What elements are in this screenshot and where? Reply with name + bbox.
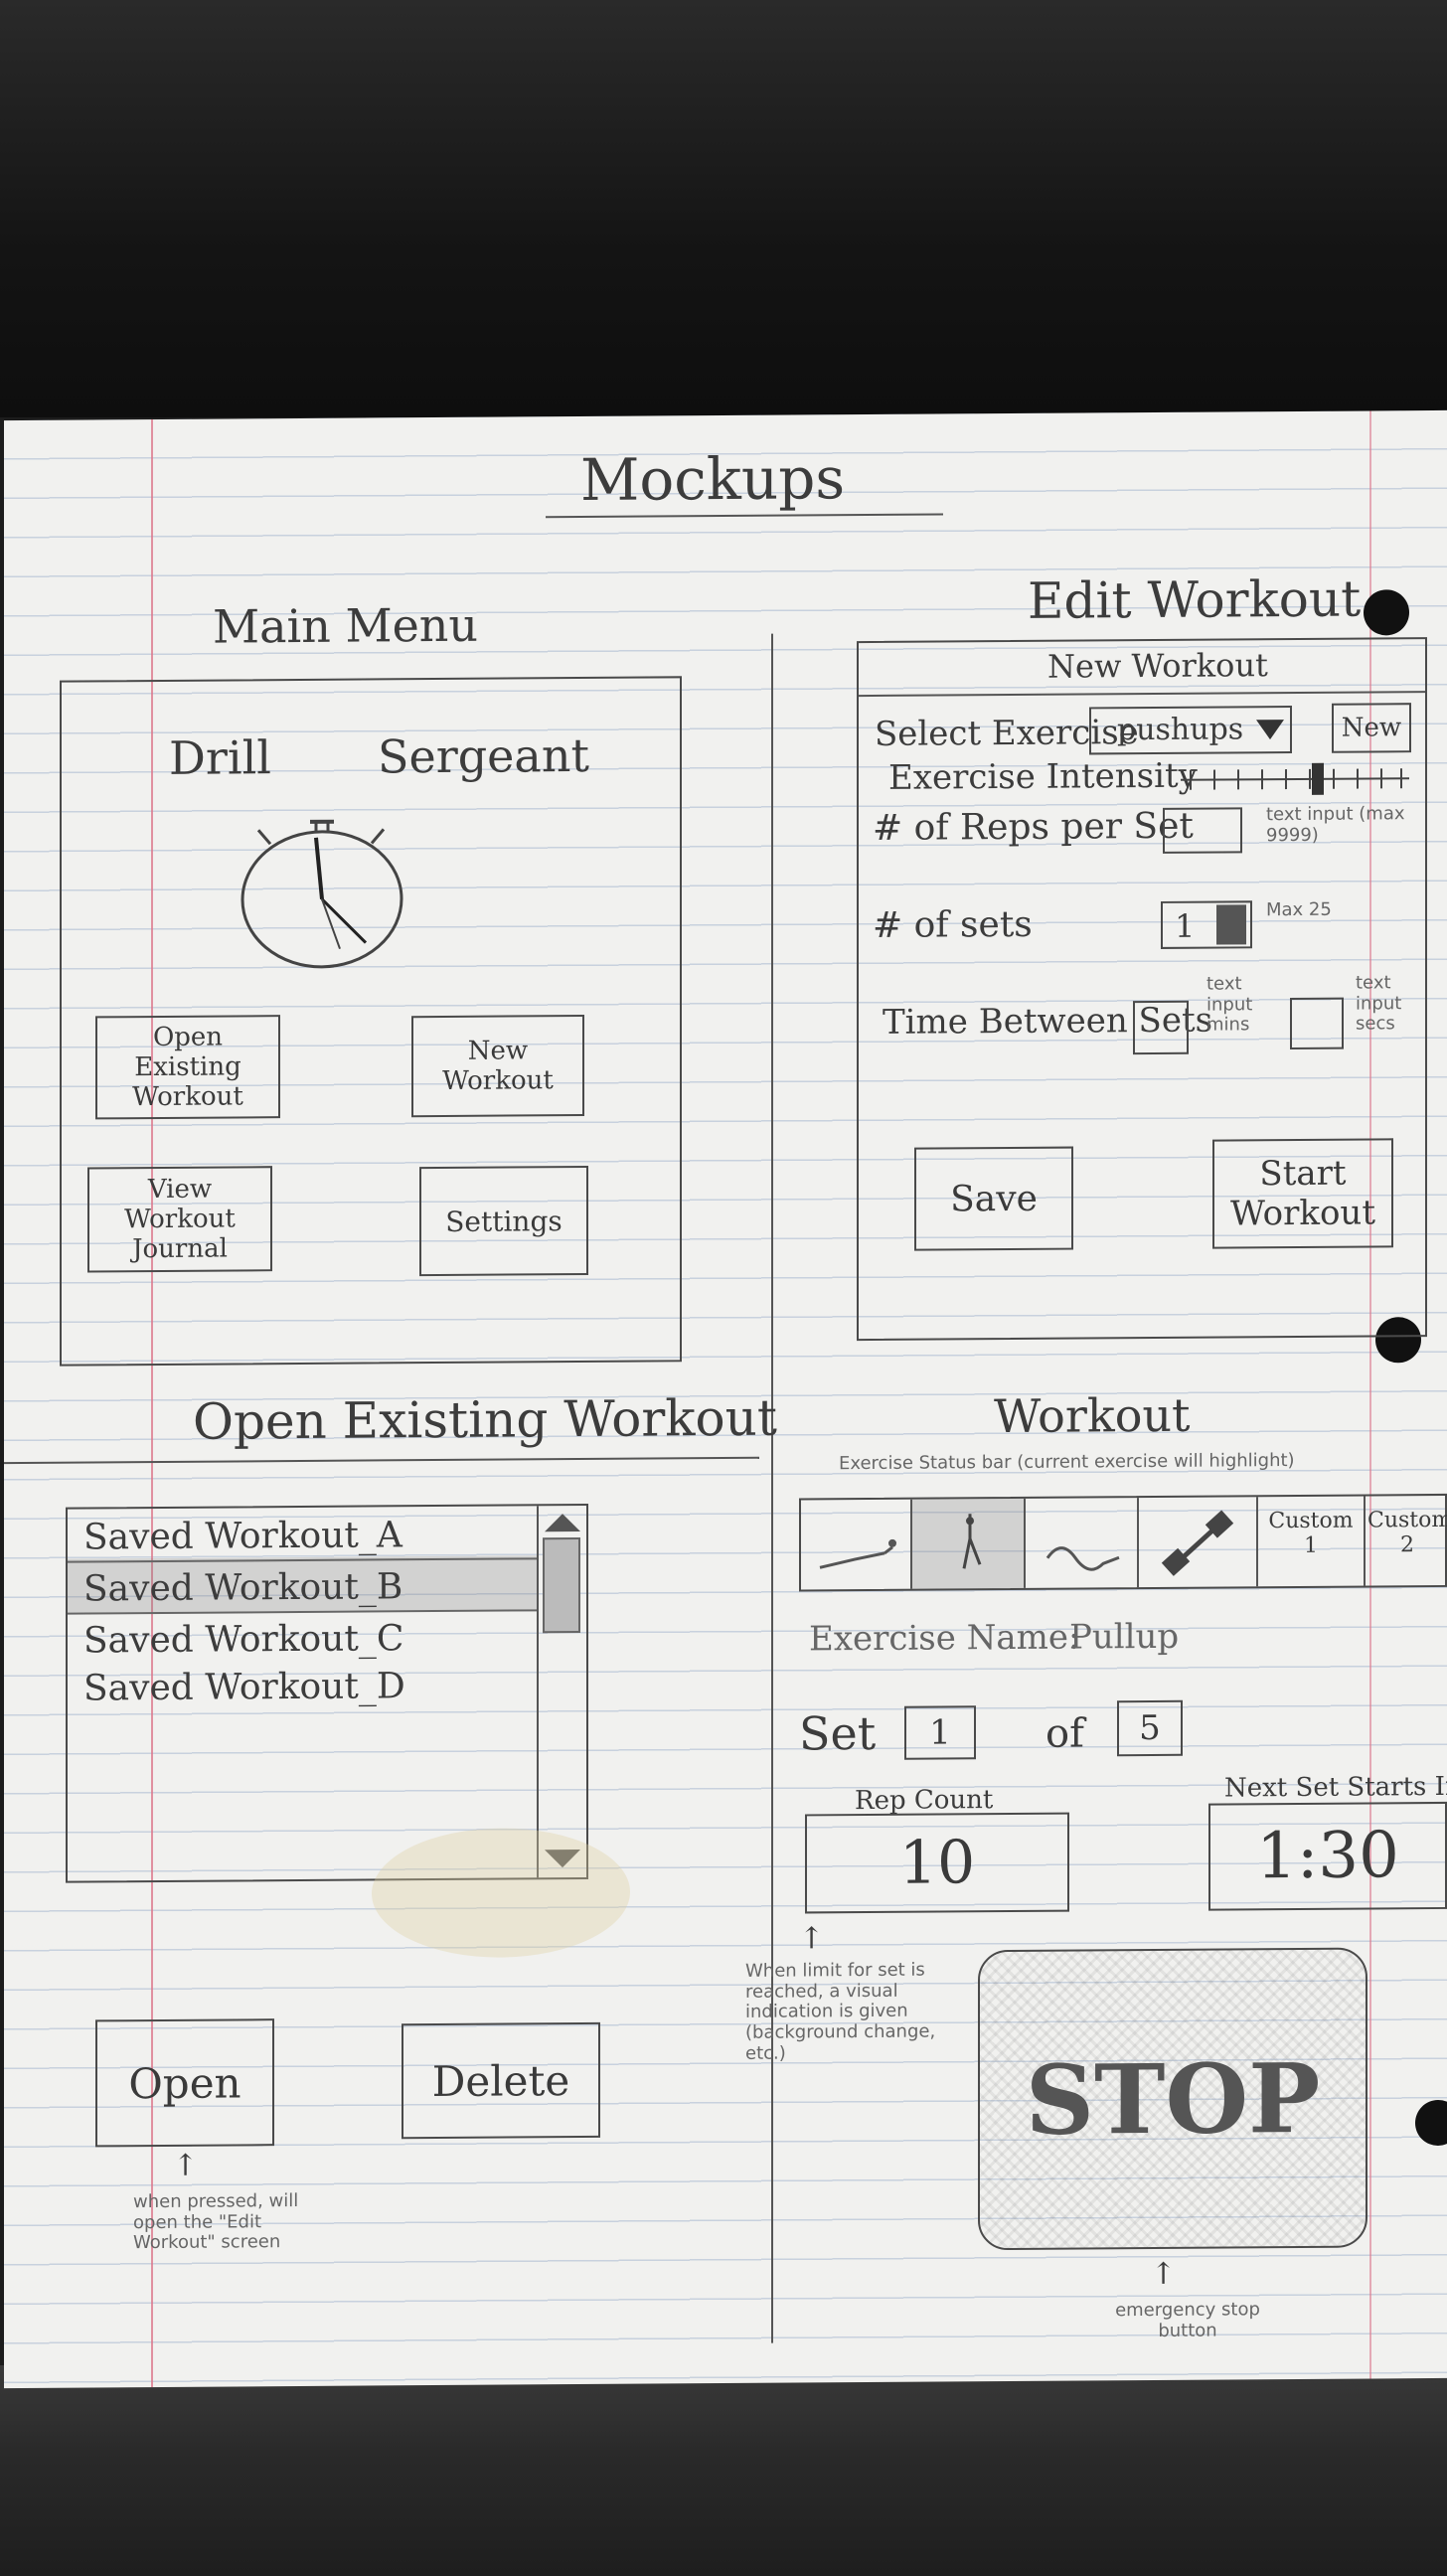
situp-icon	[1045, 1546, 1120, 1571]
chevron-down-icon	[1256, 720, 1284, 740]
rep-count-label: Rep Count	[855, 1785, 994, 1817]
page-title: Mockups	[580, 444, 846, 515]
new-workout-subtitle: New Workout	[1047, 646, 1268, 686]
stop-button-note: emergency stop button	[1115, 2299, 1260, 2341]
arrow-up-icon: ↑	[799, 1921, 825, 1957]
list-item[interactable]: Saved Workout_D	[83, 1666, 405, 1709]
emergency-stop-button[interactable]: STOP	[978, 1947, 1367, 2251]
open-button-note: when pressed, will open the "Edit Workou…	[133, 2190, 299, 2254]
list-item[interactable]: Saved Workout_A	[83, 1515, 402, 1558]
edit-workout-heading: Edit Workout	[1028, 569, 1362, 630]
set-label: Set	[799, 1705, 877, 1761]
total-sets-box: 5	[1117, 1699, 1183, 1757]
settings-button[interactable]: Settings	[419, 1165, 588, 1277]
arrow-up-icon: ↑	[173, 2148, 199, 2183]
main-menu-screen: Drill Sergeant Open Existing Workout New…	[60, 676, 682, 1367]
main-menu-heading: Main Menu	[213, 597, 479, 654]
save-button[interactable]: Save	[914, 1146, 1073, 1251]
sets-dropdown[interactable]: 1	[1161, 900, 1252, 949]
intensity-label: Exercise Intensity	[888, 755, 1198, 798]
status-divider	[1256, 1497, 1258, 1587]
view-workout-journal-button[interactable]: View Workout Journal	[87, 1166, 272, 1273]
chevron-down-icon	[1216, 904, 1246, 945]
paper-stain	[372, 1827, 630, 1959]
custom-exercise-1: Custom 1	[1268, 1508, 1354, 1558]
reps-label: # of Reps per Set	[873, 805, 1194, 849]
stopwatch-icon	[241, 819, 403, 969]
binder-hole-top	[1364, 589, 1409, 636]
header-divider	[859, 691, 1425, 698]
pushup-icon	[819, 1538, 896, 1569]
pullup-icon	[962, 1514, 982, 1569]
open-button[interactable]: Open	[95, 2018, 274, 2148]
new-workout-button[interactable]: New Workout	[411, 1014, 584, 1118]
sets-dropdown-value: 1	[1175, 906, 1196, 945]
title-underline	[546, 513, 943, 519]
seconds-input[interactable]	[1290, 997, 1344, 1050]
scrollbar-thumb[interactable]	[543, 1537, 580, 1634]
workout-heading: Workout	[994, 1387, 1191, 1444]
rest-timer-display: 1:30	[1208, 1801, 1447, 1911]
dumbbell-icon	[1161, 1510, 1234, 1576]
exercise-dropdown-value: pushups	[1117, 712, 1244, 748]
of-label: of	[1045, 1710, 1084, 1757]
minutes-note: text input mins	[1206, 973, 1253, 1036]
status-divider	[1024, 1498, 1026, 1588]
status-divider	[1364, 1496, 1366, 1586]
exercise-name-value: Pullup	[1069, 1616, 1180, 1658]
desk-background-bottom	[0, 2365, 1447, 2576]
rep-count-display: 10	[805, 1812, 1069, 1914]
sets-note: Max 25	[1266, 898, 1332, 921]
reps-note: text input (max 9999)	[1266, 803, 1405, 846]
desk-background-top	[0, 0, 1447, 417]
saved-workouts-list: Saved Workout_A Saved Workout_B Saved Wo…	[66, 1503, 588, 1883]
delete-button[interactable]: Delete	[402, 2021, 600, 2140]
current-set-box: 1	[904, 1705, 976, 1760]
rep-count-note: When limit for set is reached, a visual …	[745, 1959, 936, 2064]
seconds-note: text input secs	[1356, 972, 1402, 1035]
open-existing-heading: Open Existing Workout	[193, 1388, 777, 1451]
intensity-slider[interactable]	[1181, 758, 1409, 800]
scrollbar-track-border	[537, 1506, 539, 1878]
app-title-drill: Drill	[169, 730, 272, 785]
new-exercise-button[interactable]: New	[1332, 703, 1411, 753]
custom-exercise-2: Custom 2	[1367, 1507, 1447, 1558]
vertical-divider	[771, 633, 773, 2343]
minutes-input[interactable]	[1133, 1000, 1189, 1055]
exercise-dropdown[interactable]: pushups	[1089, 706, 1292, 755]
start-workout-button[interactable]: Start Workout	[1212, 1138, 1393, 1249]
arrow-up-icon: ↑	[1151, 2256, 1177, 2293]
next-set-label: Next Set Starts In	[1224, 1771, 1447, 1804]
reps-input[interactable]	[1163, 807, 1242, 854]
open-existing-workout-button[interactable]: Open Existing Workout	[95, 1015, 280, 1120]
scroll-up-icon[interactable]	[545, 1514, 580, 1532]
binder-hole-bottom	[1415, 2099, 1447, 2147]
status-divider	[1137, 1498, 1139, 1588]
list-item[interactable]: Saved Workout_B	[83, 1566, 403, 1610]
exercise-name-label: Exercise Name:	[809, 1617, 1080, 1660]
notebook-page: Mockups Main Menu Drill Sergeant Open Ex…	[4, 409, 1447, 2389]
app-title-sergeant: Sergeant	[378, 727, 589, 784]
horizontal-divider	[4, 1456, 759, 1465]
list-item[interactable]: Saved Workout_C	[83, 1618, 404, 1662]
edit-workout-screen: New Workout Select Exercise pushups New …	[857, 637, 1427, 1342]
exercise-status-bar: Custom 1 Custom 2	[799, 1493, 1447, 1592]
status-bar-note: Exercise Status bar (current exercise wi…	[839, 1450, 1295, 1475]
sets-label: # of sets	[873, 903, 1033, 946]
